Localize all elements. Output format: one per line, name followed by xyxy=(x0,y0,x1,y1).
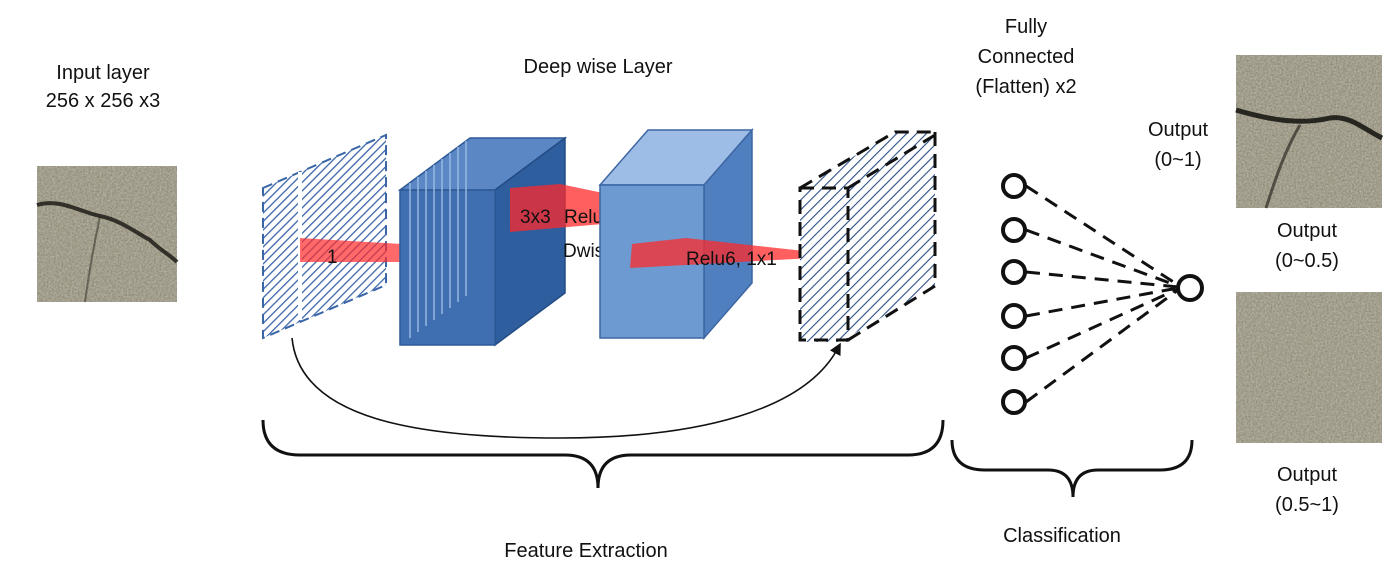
red-projection-1x1 xyxy=(630,238,850,268)
output-image-a xyxy=(1235,55,1384,209)
output-b-label-line2: (0.5~1) xyxy=(1275,494,1339,516)
input-layer-size: 256 x 256 x3 xyxy=(46,90,161,112)
circle-node-icon xyxy=(1001,217,1027,243)
output-image-b xyxy=(1236,292,1382,443)
deepwise-layer-title: Deep wise Layer xyxy=(524,56,673,78)
depthwise-conv-block xyxy=(397,136,568,347)
output-main-label-line1: Output xyxy=(1148,119,1208,141)
red-projection-1 xyxy=(300,238,402,262)
circle-node-icon xyxy=(1001,389,1027,415)
circle-node-icon xyxy=(1001,345,1027,371)
output-b-label-line1: Output xyxy=(1277,464,1337,486)
feature-map-output xyxy=(798,130,937,342)
fc-title-line1: Fully xyxy=(1005,16,1047,38)
output-a-label-line2: (0~0.5) xyxy=(1275,250,1339,272)
op-label-3x3: 3x3 xyxy=(520,207,551,228)
classification-brace xyxy=(950,439,1194,498)
op-label-1: 1 xyxy=(327,247,338,268)
fc-connections xyxy=(1025,184,1179,404)
output-a-label-line1: Output xyxy=(1277,220,1337,242)
fc-title-line3: (Flatten) x2 xyxy=(975,76,1076,98)
output-node-icon xyxy=(1176,274,1204,302)
circle-node-icon xyxy=(1001,173,1027,199)
circle-node-icon xyxy=(1001,303,1027,329)
fc-title-line2: Connected xyxy=(978,46,1075,68)
feature-extraction-brace xyxy=(261,419,945,489)
pointwise-conv-block xyxy=(598,128,754,340)
op-label-relu6-1x1: Relu6, 1x1 xyxy=(686,249,777,270)
curved-arrow-icon xyxy=(291,337,841,439)
classification-label: Classification xyxy=(1003,525,1121,547)
fc-nodes xyxy=(1001,173,1027,415)
circle-node-icon xyxy=(1001,259,1027,285)
input-layer-title: Input layer xyxy=(56,62,150,84)
output-main-label-line2: (0~1) xyxy=(1154,149,1201,171)
feature-map-input xyxy=(262,133,387,340)
feature-extraction-label: Feature Extraction xyxy=(504,540,667,562)
input-image xyxy=(36,166,179,303)
